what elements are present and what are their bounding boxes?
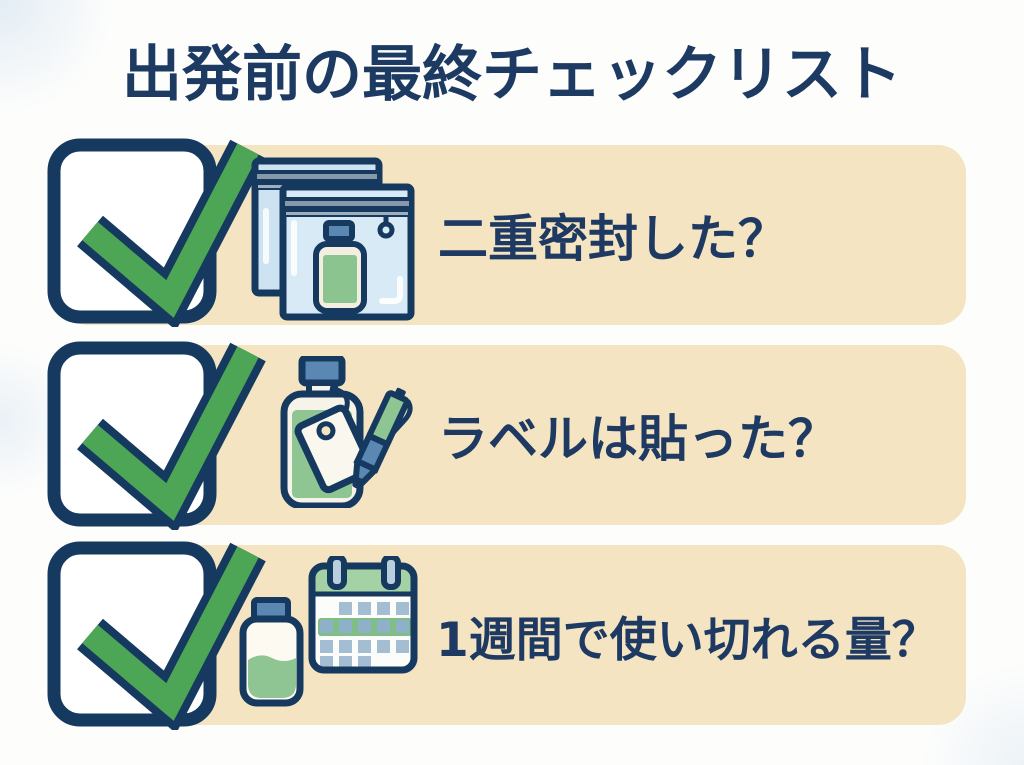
pen-icon bbox=[352, 387, 413, 490]
pen-clip bbox=[390, 399, 413, 436]
small-bottle bbox=[239, 597, 304, 707]
checkbox-double-seal[interactable] bbox=[44, 137, 304, 331]
checked-checkbox-icon bbox=[47, 541, 266, 734]
checkmark-icon bbox=[82, 143, 259, 318]
bottle-with-tag-and-pen-icon bbox=[272, 354, 424, 512]
bottle-and-calendar-icon bbox=[232, 554, 422, 712]
calendar-ring bbox=[381, 554, 401, 590]
checklist-label: 1週間で使い切れる量？ bbox=[436, 612, 939, 668]
checklist-label: 二重密封した？ bbox=[438, 210, 788, 268]
bottle-in-bag bbox=[313, 220, 367, 314]
calendar-grid bbox=[318, 602, 412, 667]
page-title: 出発前の最終チェックリスト bbox=[122, 40, 902, 110]
calendar-ring bbox=[327, 554, 347, 590]
checked-checkbox-icon bbox=[47, 138, 266, 331]
bottle-liquid bbox=[248, 655, 296, 698]
checkbox-one-week-amount[interactable] bbox=[44, 540, 304, 734]
ziplock-bags-with-bottle-icon bbox=[250, 153, 420, 325]
checkmark-icon bbox=[82, 346, 259, 521]
checked-checkbox-icon bbox=[47, 341, 266, 534]
checkmark-icon bbox=[82, 546, 259, 721]
checkbox-label-attached[interactable] bbox=[44, 340, 304, 534]
checklist-label: ラベルは貼った？ bbox=[438, 410, 838, 468]
calendar-icon bbox=[308, 554, 418, 674]
blank-tag bbox=[294, 404, 375, 494]
